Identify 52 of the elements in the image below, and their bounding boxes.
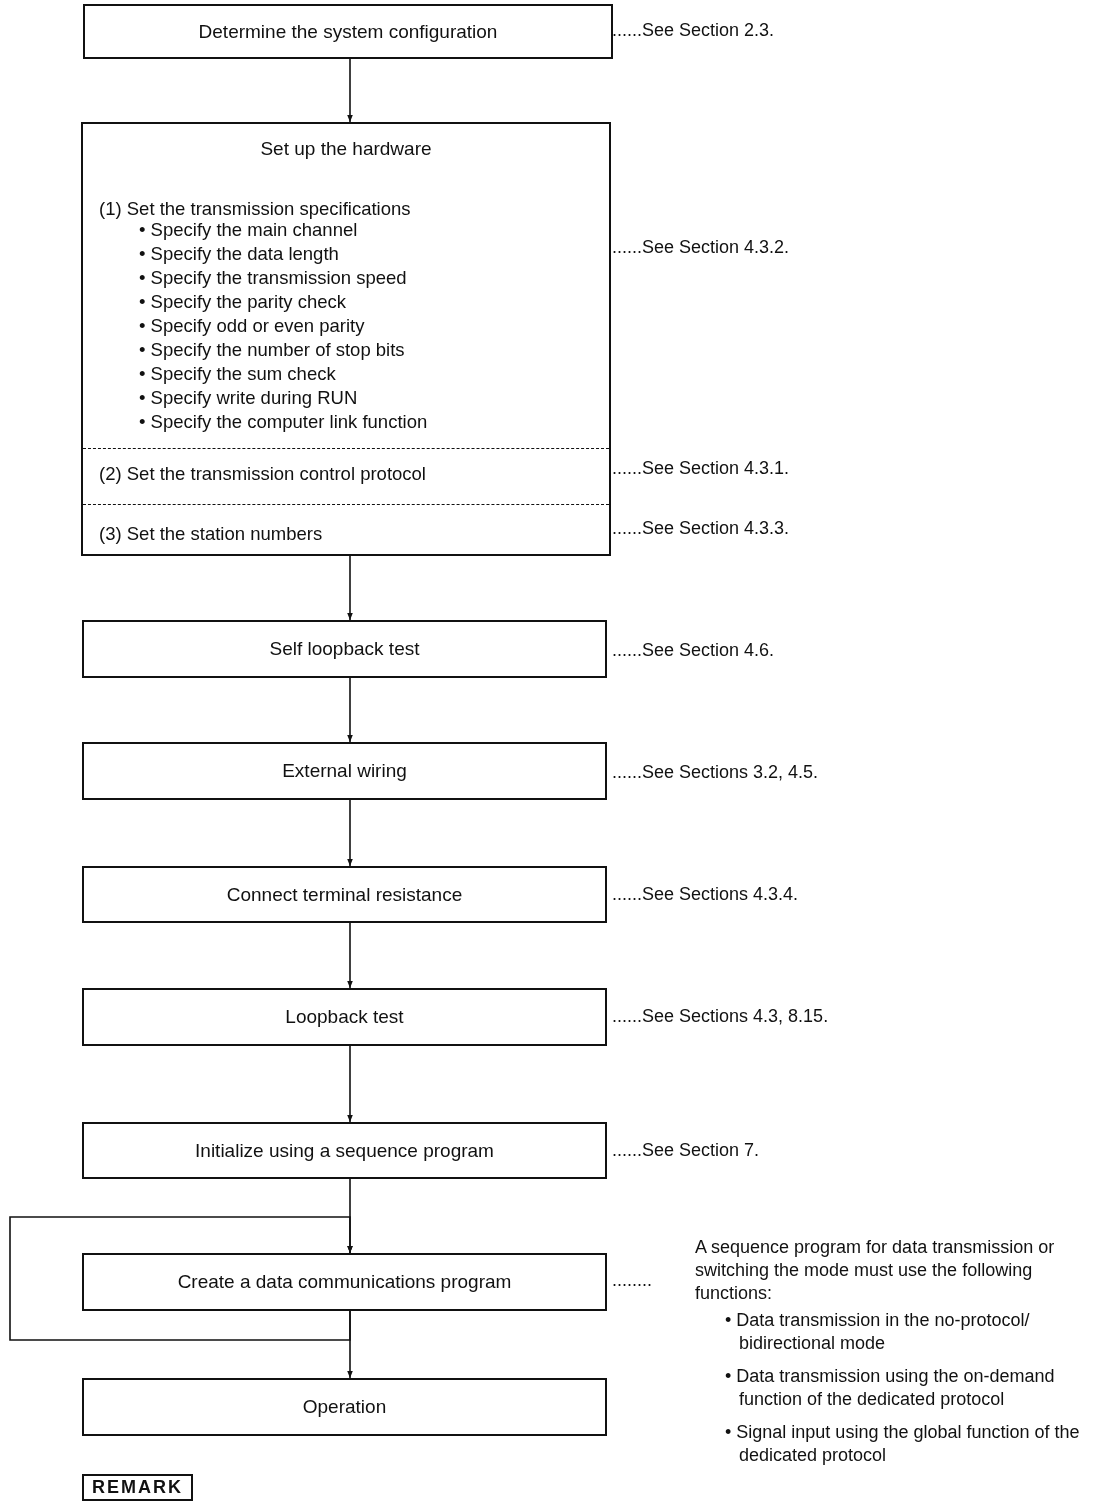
bullet-item: • Data transmission using the on-demand function of the dedicated protocol [725,1365,1056,1411]
note-text: A sequence program for data transmission or switching the mode must use the following functions: [695,1236,1056,1305]
bullet-item: • Specify the main channel [139,219,359,242]
remark-heading: REMARK [82,1474,193,1501]
section-reference: ......See Sections 3.2, 4.5. [612,762,819,783]
process-box [82,620,607,678]
step-title: Operation [301,1396,388,1418]
section-reference: ......See Section 2.3. [612,20,775,41]
step-title: Self loopback test [268,638,421,660]
section-reference: ......See Section 4.3.1. [612,458,790,479]
bullet-item: • Specify odd or even parity [139,314,366,338]
bullet-item: • Specify write during RUN [139,386,359,410]
process-box [83,4,613,59]
step-title: Create a data communications program [176,1271,513,1293]
arrow [347,1045,353,1123]
step-title: Loopback test [284,1006,405,1028]
bullet-item: • Data transmission in the no-protocol/ bidirectional mode [725,1309,1031,1355]
process-box [82,866,607,923]
step-text: (2) Set the transmission control protocol [99,463,426,485]
section-reference: ......See Section 4.6. [612,640,775,661]
process-box [82,1253,607,1311]
section-reference: ......See Section 4.3.3. [612,518,790,539]
process-box [82,1378,607,1436]
section-reference: ......See Section 7. [612,1140,760,1161]
bullet-item: • Signal input using the global function of the dedicated protocol [725,1421,1081,1467]
bullet-item: • Specify the data length [139,242,340,266]
section-reference: ......See Section 4.3.2. [612,237,790,258]
step-text: (3) Set the station numbers [99,523,323,545]
process-box [82,988,607,1046]
arrow [347,555,353,621]
step-title: Connect terminal resistance [225,884,464,906]
arrow [347,922,353,989]
arrow [347,799,353,867]
bullet-item: • Specify the number of stop bits [139,338,406,362]
bullet-item: • Specify the computer link function [139,410,428,434]
bullet-item: • Specify the transmission speed [139,266,408,290]
step-title: External wiring [281,760,408,782]
step-title: Initialize using a sequence program [194,1140,495,1162]
step-title: Determine the system configuration [197,21,499,43]
process-box [81,122,611,556]
bullet-item: • Specify the sum check [139,362,337,386]
arrow [347,677,353,743]
section-reference: ......See Sections 4.3.4. [612,884,799,905]
loop-arrow [9,1216,353,1341]
bullet-item: • Specify the parity check [139,290,347,314]
process-box [82,742,607,800]
step-title: Set up the hardware [259,138,433,160]
step-text: (1) Set the transmission specifications [99,198,411,220]
arrow [347,58,353,123]
leader-dots: ........ [612,1270,652,1291]
process-box [82,1122,607,1179]
section-reference: ......See Sections 4.3, 8.15. [612,1006,829,1027]
